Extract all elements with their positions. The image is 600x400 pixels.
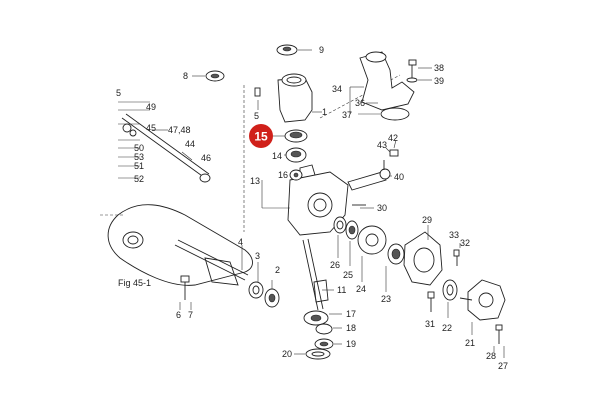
seal-19: [314, 338, 342, 350]
bearing-2: [264, 280, 280, 308]
label-5-upper: 5: [116, 88, 121, 98]
hub-29: [403, 225, 443, 286]
label-3: 3: [255, 251, 260, 261]
label-26: 26: [330, 260, 340, 270]
gear-17: [303, 310, 342, 326]
axle-shaft-11: [302, 238, 334, 311]
bearing-14: [284, 147, 307, 163]
label-2: 2: [275, 265, 280, 275]
label-20: 20: [282, 349, 292, 359]
label-36: 36: [355, 98, 365, 108]
label-22: 22: [442, 323, 452, 333]
label-51: 51: [134, 161, 144, 171]
label-42: 42: [388, 133, 398, 143]
spacer-30: [352, 204, 374, 209]
label-4: 4: [238, 237, 243, 247]
label-45: 45: [146, 123, 156, 133]
kingpin-cap-9: [276, 44, 312, 56]
bearing-25: [345, 220, 359, 266]
label-19: 19: [346, 339, 356, 349]
tie-rod-assembly: [118, 101, 211, 183]
label-27: 27: [498, 361, 508, 371]
label-25: 25: [343, 270, 353, 280]
label-6: 6: [176, 310, 181, 320]
label-23: 23: [381, 294, 391, 304]
label-40: 40: [394, 172, 404, 182]
part-labels: 9 8 1 5 5 49 45 47,48 44 50 53 51 52 46 …: [116, 45, 508, 371]
label-21: 21: [465, 338, 475, 348]
knuckle-arm-34: [349, 51, 415, 121]
label-32: 32: [460, 238, 470, 248]
bolt-6-7: [179, 275, 192, 310]
label-31: 31: [425, 319, 435, 329]
grease-fitting-5: [254, 87, 261, 110]
bearing-23: [385, 243, 405, 292]
label-44: 44: [185, 139, 195, 149]
label-38: 38: [434, 63, 444, 73]
label-7: 7: [188, 310, 193, 320]
seal-16: [289, 169, 303, 181]
label-39: 39: [434, 76, 444, 86]
label-34: 34: [332, 84, 342, 94]
label-13: 13: [250, 176, 260, 186]
bearing-18: [315, 323, 342, 335]
label-43: 43: [377, 140, 387, 150]
label-8: 8: [183, 71, 188, 81]
label-30: 30: [377, 203, 387, 213]
axle-housing: [100, 204, 253, 286]
bolt-27-28: [493, 324, 505, 358]
shim-8: [192, 70, 225, 82]
label-18: 18: [346, 323, 356, 333]
label-53: 53: [134, 152, 144, 162]
label-5: 5: [254, 111, 259, 121]
nut-42-43: [385, 139, 399, 157]
gear-24: [357, 225, 387, 282]
bolt-32-33: [453, 243, 461, 266]
label-24: 24: [356, 284, 366, 294]
label-33: 33: [449, 230, 459, 240]
label-9: 9: [319, 45, 324, 55]
label-37: 37: [342, 110, 352, 120]
tie-rod-end-40: [347, 160, 392, 191]
label-46: 46: [201, 153, 211, 163]
label-16: 16: [278, 170, 288, 180]
washer-20: [294, 348, 331, 360]
highlight-circle: [249, 124, 273, 148]
oil-seal-3: [248, 262, 264, 299]
highlight-callout-15: 15: [249, 124, 273, 148]
label-28: 28: [486, 351, 496, 361]
seal-26: [333, 216, 347, 258]
seal-22: [442, 279, 458, 318]
drive-flange-21: [459, 279, 506, 335]
label-50: 50: [134, 143, 144, 153]
stud-31: [427, 291, 435, 312]
label-1: 1: [322, 107, 327, 117]
label-49: 49: [146, 102, 156, 112]
label-47-48: 47,48: [168, 125, 191, 135]
bearing-15: [273, 129, 308, 143]
label-29: 29: [422, 215, 432, 225]
label-11: 11: [337, 285, 346, 295]
figure-reference: Fig 45-1: [118, 278, 151, 288]
knuckle-arm-1: [277, 73, 322, 123]
label-52: 52: [134, 174, 144, 184]
label-14: 14: [272, 151, 282, 161]
label-17: 17: [346, 309, 356, 319]
bolt-38-39: [406, 59, 432, 83]
highlight-label: 15: [254, 130, 268, 144]
